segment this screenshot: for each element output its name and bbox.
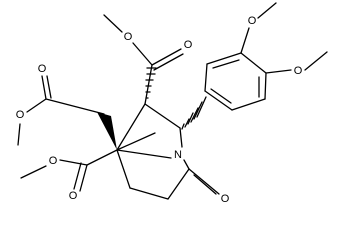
bond-c1-c8a — [116, 132, 156, 151]
atom-o-left-upper-ether: O — [16, 109, 25, 121]
bond-left-lower-methyl — [20, 165, 47, 179]
bond-ester-top-co — [151, 48, 182, 66]
bond-ome4-methyl — [304, 51, 328, 71]
bond-c4-ome — [265, 69, 292, 74]
atom-o-lactam: O — [221, 193, 230, 205]
bond-ester-left-co — [41, 75, 47, 100]
ester-left-lower: O O — [20, 149, 118, 202]
atom-o-left-lower-ether: O — [49, 155, 58, 167]
bond-ester-lower-co — [79, 164, 88, 192]
bond-left-upper-methyl — [17, 123, 21, 146]
bond-c6-c5 — [167, 168, 190, 200]
hashed-bond-c2 — [145, 67, 157, 99]
bond-c8a-c7 — [116, 149, 131, 189]
bond-ester-top-oc — [132, 42, 153, 66]
bond-ester-left-oc — [26, 98, 47, 113]
bond-c3-ome — [240, 27, 250, 54]
hashed-bond-c3 — [181, 96, 207, 130]
atom-o-left-upper-carbonyl: O — [38, 63, 47, 75]
lactam-carbonyl: O — [188, 168, 230, 205]
bond-c2-c1 — [116, 103, 146, 151]
bond-top-methyl — [103, 14, 123, 33]
ring-bonds — [116, 103, 190, 200]
bond-c3-c2 — [144, 103, 181, 129]
bond-ester-lower-oc — [59, 159, 88, 166]
aryl-substituent: O O — [181, 2, 328, 130]
bond-c5-o — [188, 168, 220, 195]
atom-o-top-carbonyl: O — [184, 39, 193, 51]
bond-n-c3 — [179, 127, 183, 148]
atom-o-methoxy-3: O — [248, 15, 257, 27]
bond-ome3-methyl — [257, 2, 277, 19]
bond-n-c8a — [116, 149, 172, 159]
bond-c8a-ester-c — [86, 149, 118, 166]
bond-ester-left-c — [45, 98, 105, 115]
ester-top: O O — [103, 14, 193, 105]
atom-o-methoxy-4: O — [294, 65, 303, 77]
atom-n: N — [174, 149, 182, 161]
atom-o-top-ether: O — [124, 31, 133, 43]
bond-c7-c6 — [129, 187, 169, 200]
wedge-bond-c1 — [97, 112, 117, 150]
bond-c5-o-double — [193, 174, 217, 195]
ester-left-upper: O O — [16, 63, 117, 150]
benzene-ring — [204, 52, 267, 111]
bond-c5-n — [183, 159, 190, 170]
atom-o-left-lower-carbonyl: O — [69, 190, 78, 202]
